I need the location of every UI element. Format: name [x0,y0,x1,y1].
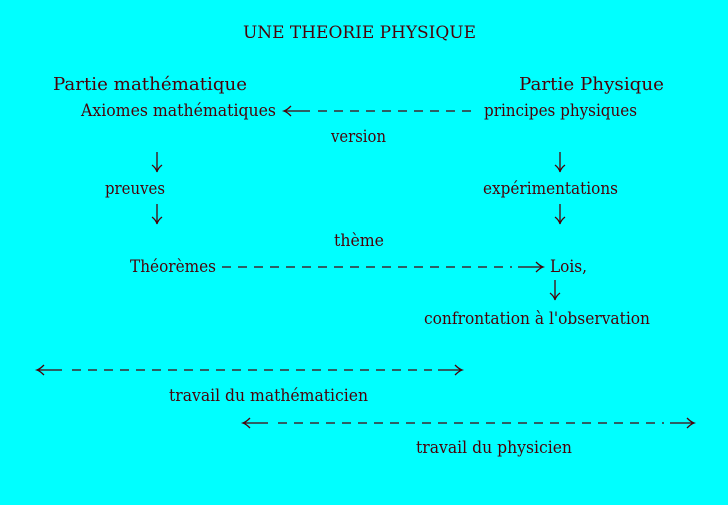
version-label: version [330,127,386,147]
down-arrow-icon [549,280,561,301]
math-part-heading: Partie mathématique [53,74,247,95]
mathematician-span-arrow [34,364,465,376]
physicist-work-label: travail du physicien [416,438,572,458]
down-arrow-icon [554,204,566,225]
proofs-label: preuves [105,179,165,199]
confrontation-label: confrontation à l'observation [424,309,650,329]
theorems-label: Théorèmes [130,257,216,277]
mathematician-work-label: travail du mathématicien [169,386,368,406]
axioms-label: Axiomes mathématiques [80,101,276,121]
experiments-label: expérimentations [483,179,618,199]
theme-arrow [222,261,546,273]
down-arrow-icon [554,152,566,173]
version-arrow [281,105,478,117]
diagram-title: UNE THEORIE PHYSIQUE [243,23,476,43]
physics-part-heading: Partie Physique [519,74,664,95]
down-arrow-icon [151,204,163,225]
down-arrow-icon [151,152,163,173]
principles-label: principes physiques [484,101,637,121]
laws-label: Lois, [550,257,587,277]
theme-label: thème [334,231,384,251]
physicist-span-arrow [240,417,697,429]
